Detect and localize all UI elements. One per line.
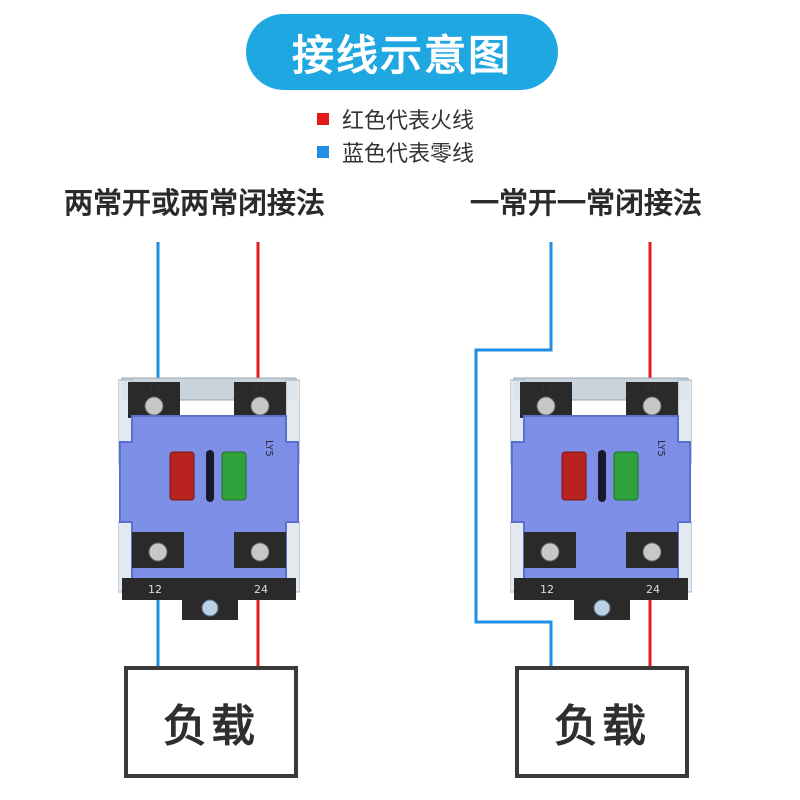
legend-item-neutral: 蓝色代表零线 <box>317 137 474 167</box>
mount-screw-icon <box>201 599 219 617</box>
live-swatch <box>317 113 329 125</box>
load-box-left: 负载 <box>124 666 298 778</box>
green-contact-button <box>221 451 247 501</box>
mount-screw-icon <box>593 599 611 617</box>
screw-top-left-icon <box>144 396 164 416</box>
screw-bottom-right-icon <box>250 542 270 562</box>
screw-bottom-right-icon <box>642 542 662 562</box>
switch-side-label: LY5 <box>655 440 666 457</box>
neutral-swatch <box>317 146 329 158</box>
terminal-label-top-left: 11 <box>540 384 553 395</box>
neutral-wire-right <box>474 242 553 668</box>
legend-item-live: 红色代表火线 <box>317 104 474 134</box>
red-contact-button <box>561 451 587 501</box>
contact-block-right: LY5 12 24 11 23 <box>510 377 692 620</box>
diagram-title: 接线示意图 <box>246 14 558 90</box>
contact-block-left: LY5 12 24 11 23 <box>118 377 300 620</box>
legend-label-neutral: 蓝色代表零线 <box>342 142 475 167</box>
section-title-left: 两常开或两常闭接法 <box>64 186 326 220</box>
terminal-label-bottom-right: 24 <box>254 583 268 596</box>
legend: 红色代表火线 蓝色代表零线 <box>317 104 474 170</box>
screw-top-left-icon <box>536 396 556 416</box>
section-title-right: 一常开一常闭接法 <box>470 186 703 220</box>
switch-side-label: LY5 <box>263 440 274 457</box>
terminal-label-top-left: 11 <box>148 384 161 395</box>
terminal-label-bottom-left: 12 <box>148 583 162 596</box>
screw-bottom-left-icon <box>540 542 560 562</box>
red-contact-button <box>169 451 195 501</box>
screw-top-right-icon <box>250 396 270 416</box>
screw-bottom-left-icon <box>148 542 168 562</box>
terminal-label-bottom-right: 24 <box>646 583 660 596</box>
screw-top-right-icon <box>642 396 662 416</box>
terminal-label-top-right: 23 <box>252 384 265 395</box>
legend-label-live: 红色代表火线 <box>342 109 475 134</box>
terminal-label-bottom-left: 12 <box>540 583 554 596</box>
load-box-right: 负载 <box>515 666 689 778</box>
green-contact-button <box>613 451 639 501</box>
terminal-label-top-right: 23 <box>644 384 657 395</box>
